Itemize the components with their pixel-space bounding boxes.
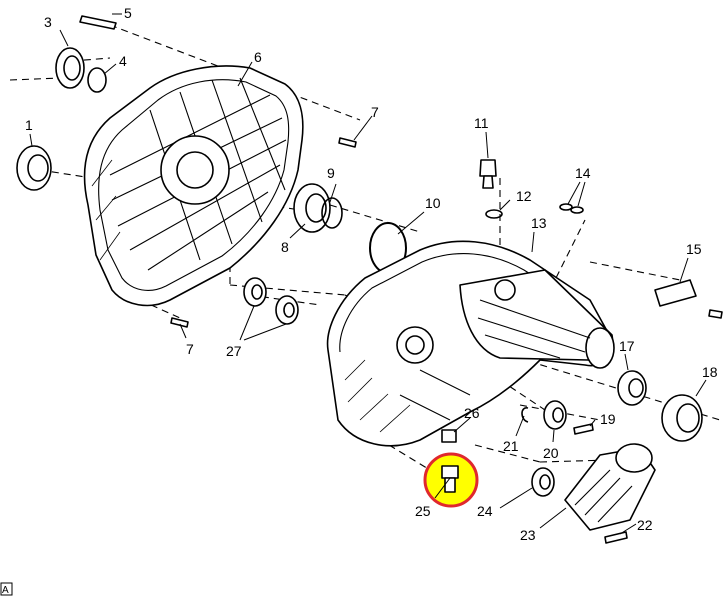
callout-4: 4 bbox=[119, 53, 127, 69]
bolt-7a-icon bbox=[338, 137, 357, 148]
callout-22: 22 bbox=[637, 517, 653, 533]
callout-7a: 7 bbox=[371, 104, 379, 120]
drain-plug-25-icon bbox=[441, 465, 459, 479]
plug-14b-icon bbox=[570, 206, 584, 214]
callout-14: 14 bbox=[575, 165, 591, 181]
rear-case-half bbox=[326, 240, 615, 447]
callout-13: 13 bbox=[531, 215, 547, 231]
rear-left-parts bbox=[16, 15, 407, 328]
leader-lines bbox=[29, 13, 707, 535]
bolt-7b-icon bbox=[170, 317, 189, 328]
callout-3: 3 bbox=[44, 14, 52, 30]
callout-7b: 7 bbox=[186, 341, 194, 357]
callout-15: 15 bbox=[686, 241, 702, 257]
corner-mark: A bbox=[0, 582, 13, 596]
front-case-half bbox=[83, 65, 304, 307]
switch-11-icon bbox=[479, 159, 497, 177]
snap-ring-9-icon bbox=[321, 197, 343, 229]
callout-11: 11 bbox=[474, 115, 489, 131]
callout-21: 21 bbox=[503, 438, 519, 454]
callout-24: 24 bbox=[477, 503, 493, 519]
callout-17: 17 bbox=[619, 338, 635, 354]
callout-5: 5 bbox=[124, 5, 132, 21]
bracket-15-icon bbox=[654, 279, 697, 307]
callout-12: 12 bbox=[516, 188, 532, 204]
o-ring-12-icon bbox=[485, 209, 503, 219]
callout-27: 27 bbox=[226, 343, 242, 359]
bolt-19-icon bbox=[573, 423, 594, 435]
callout-labels: 1 3 4 5 6 7 7 8 9 10 11 12 13 14 15 17 1… bbox=[25, 5, 718, 543]
callout-8: 8 bbox=[281, 239, 289, 255]
stud-5-icon bbox=[79, 15, 117, 30]
callout-23: 23 bbox=[520, 527, 536, 543]
snap-ring-4-icon bbox=[87, 67, 107, 93]
callout-25: 25 bbox=[415, 503, 431, 519]
callout-10: 10 bbox=[425, 195, 441, 211]
callout-19: 19 bbox=[600, 411, 616, 427]
clip-21-icon bbox=[521, 407, 529, 423]
bolt-22-icon bbox=[604, 531, 628, 544]
callout-20: 20 bbox=[543, 445, 559, 461]
callout-26: 26 bbox=[464, 405, 480, 421]
plug-14a-icon bbox=[559, 203, 573, 211]
callout-6: 6 bbox=[254, 49, 262, 65]
corner-mark-label: A bbox=[2, 585, 9, 596]
callout-1: 1 bbox=[25, 117, 33, 133]
plug-26-icon bbox=[441, 429, 457, 443]
rear-right-parts bbox=[441, 159, 723, 544]
callout-18: 18 bbox=[702, 364, 718, 380]
highlight-part-25[interactable] bbox=[423, 452, 479, 508]
callout-9: 9 bbox=[327, 165, 335, 181]
